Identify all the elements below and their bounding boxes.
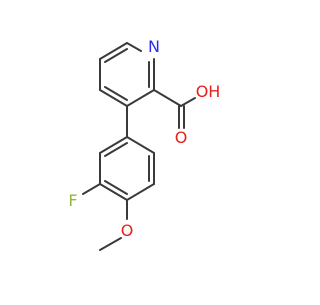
bond bbox=[126, 89, 155, 107]
bond bbox=[153, 89, 182, 107]
nitrogen-label: N bbox=[148, 37, 160, 56]
bond-group bbox=[82, 42, 196, 251]
bond bbox=[104, 86, 128, 101]
structure-canvas: N OH O F O bbox=[68, 37, 221, 251]
bond bbox=[99, 183, 128, 201]
molecule-structure: N OH O F O bbox=[68, 37, 221, 251]
bond bbox=[126, 42, 142, 52]
bond bbox=[180, 97, 196, 107]
bond bbox=[126, 136, 155, 154]
bond bbox=[104, 180, 128, 195]
bond bbox=[104, 48, 128, 63]
carbonyl-oxygen-label: O bbox=[175, 128, 188, 147]
fluorine-label: F bbox=[68, 191, 77, 210]
bond bbox=[82, 183, 101, 195]
bond bbox=[126, 183, 155, 201]
bond bbox=[99, 89, 128, 107]
bond bbox=[104, 142, 128, 157]
bond bbox=[99, 237, 122, 251]
bond bbox=[99, 136, 128, 154]
bond bbox=[99, 42, 128, 60]
methoxy-oxygen-label: O bbox=[121, 221, 134, 240]
hydroxyl-label: OH bbox=[196, 82, 221, 101]
